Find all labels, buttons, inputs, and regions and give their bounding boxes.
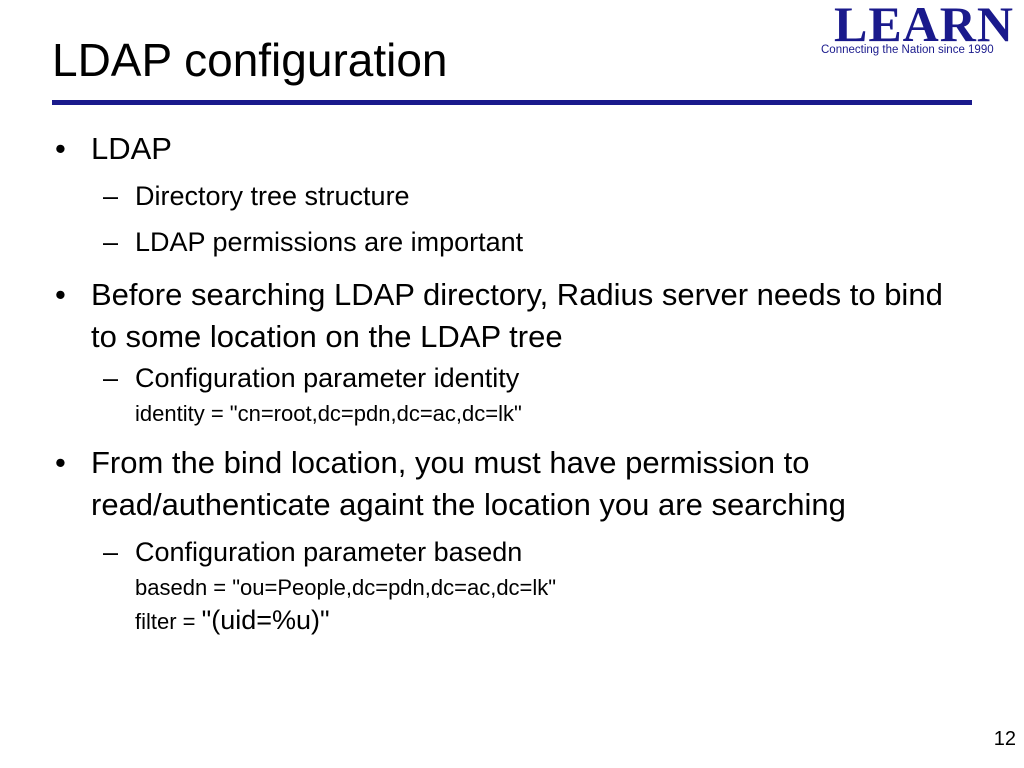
config-filter-line: filter = "(uid=%u)" bbox=[55, 604, 975, 638]
dash-glyph: – bbox=[103, 181, 119, 211]
bullet-text: LDAP bbox=[91, 131, 172, 166]
title-underline bbox=[52, 100, 972, 105]
sub-bullet-item: – Configuration parameter identity bbox=[55, 358, 975, 398]
bullet-glyph: • bbox=[55, 131, 66, 166]
learn-logo: LEARN Connecting the Nation since 1990 bbox=[818, 0, 1024, 62]
filter-label: filter = bbox=[135, 609, 202, 634]
dash-glyph: – bbox=[103, 227, 119, 257]
dash-glyph: – bbox=[103, 363, 119, 393]
sub-bullet-text: Configuration parameter identity bbox=[135, 363, 520, 393]
sub-bullet-text: LDAP permissions are important bbox=[135, 227, 524, 257]
bullet-item: • LDAP bbox=[55, 128, 975, 170]
sub-bullet-text: Configuration parameter basedn bbox=[135, 537, 523, 567]
sub-bullet-item: – Directory tree structure bbox=[55, 176, 975, 216]
bullet-text: From the bind location, you must have pe… bbox=[91, 445, 846, 522]
config-code-line: identity = "cn=root,dc=pdn,dc=ac,dc=lk" bbox=[135, 401, 522, 426]
slide-title: LDAP configuration bbox=[52, 34, 448, 86]
bullet-text: Before searching LDAP directory, Radius … bbox=[91, 277, 943, 354]
sub-bullet-item: – LDAP permissions are important bbox=[55, 222, 975, 262]
filter-value: "(uid=%u)" bbox=[201, 605, 330, 635]
sub-bullet-item: – Configuration parameter basedn bbox=[55, 532, 975, 572]
logo-tagline: Connecting the Nation since 1990 bbox=[821, 44, 994, 56]
bullet-glyph: • bbox=[55, 277, 66, 312]
bullet-glyph: • bbox=[55, 445, 66, 480]
sub-bullet-text: Directory tree structure bbox=[135, 181, 410, 211]
bullet-item: • From the bind location, you must have … bbox=[55, 442, 975, 526]
page-number: 12 bbox=[993, 728, 1016, 750]
dash-glyph: – bbox=[103, 537, 119, 567]
bullet-item: • Before searching LDAP directory, Radiu… bbox=[55, 274, 975, 358]
slide-content: • LDAP – Directory tree structure – LDAP… bbox=[55, 128, 975, 638]
logo-wordmark: LEARN bbox=[833, 0, 1014, 52]
config-code-line: basedn = "ou=People,dc=pdn,dc=ac,dc=lk" bbox=[135, 575, 557, 600]
